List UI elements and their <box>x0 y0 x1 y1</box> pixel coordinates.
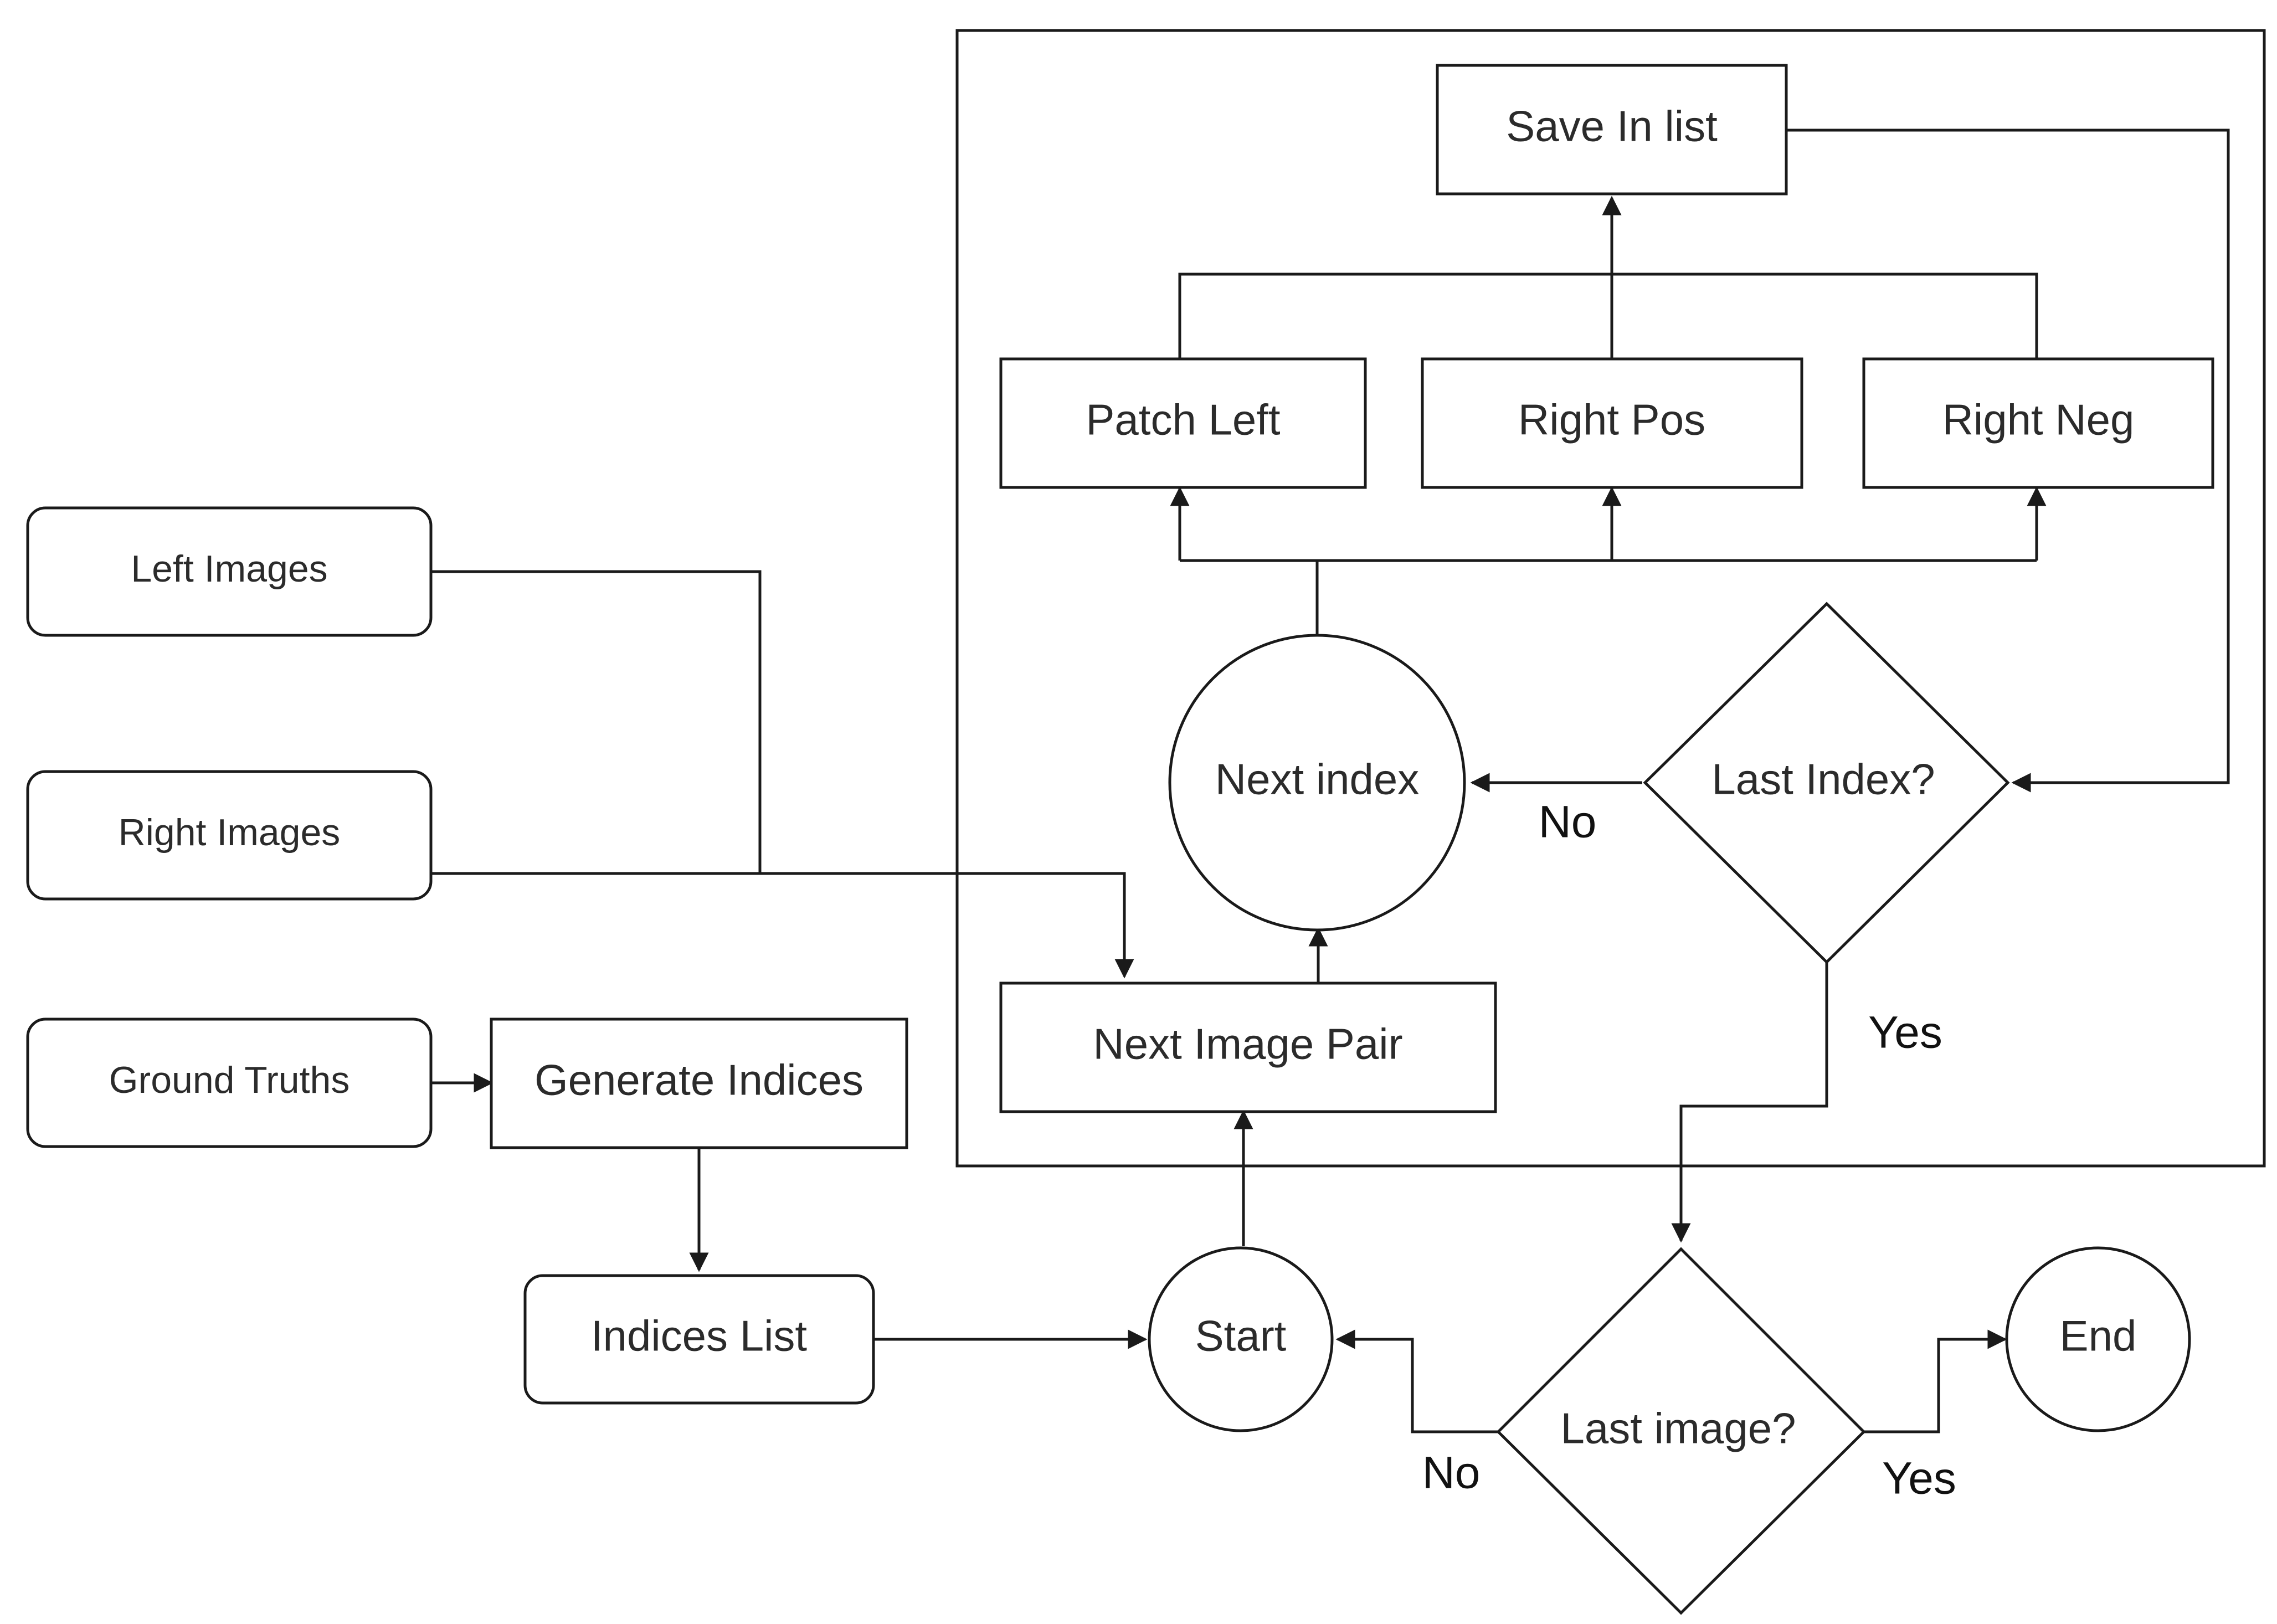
loop-container <box>955 29 2266 1168</box>
edge-save-to-last-index <box>1786 129 2230 793</box>
node-next-index[interactable]: Next index <box>1168 634 1466 932</box>
edge-left-images-to-next-image-pair <box>431 570 1134 979</box>
label-generate-indices: Generate Indices <box>534 1056 863 1104</box>
node-next-image-pair[interactable]: Next Image Pair <box>999 981 1497 1113</box>
label-last-index: Last Index? <box>1711 755 1935 804</box>
label-end: End <box>2060 1312 2137 1360</box>
node-start[interactable]: Start <box>1148 1246 1334 1432</box>
label-patch-left: Patch Left <box>1086 395 1281 444</box>
node-last-image[interactable]: Last image? <box>1496 1247 1866 1615</box>
edge-last-image-yes <box>1864 1329 2007 1433</box>
node-save-in-list[interactable]: Save In list <box>1436 64 1788 196</box>
label-last-image: Last image? <box>1561 1404 1796 1453</box>
label-start: Start <box>1195 1312 1287 1360</box>
label-right-pos: Right Pos <box>1518 395 1705 444</box>
node-ground-truths[interactable]: Ground Truths <box>26 1017 433 1148</box>
node-patch-left[interactable]: Patch Left <box>999 357 1367 489</box>
label-ground-truths: Ground Truths <box>109 1059 350 1101</box>
label-next-image-pair: Next Image Pair <box>1093 1020 1402 1068</box>
label-last-index-no: No <box>1539 797 1597 847</box>
edge-patches-collector <box>1178 273 2038 359</box>
label-right-neg: Right Neg <box>1942 395 2135 444</box>
node-end[interactable]: End <box>2005 1246 2191 1432</box>
node-last-index[interactable]: Last Index? <box>1643 602 2010 964</box>
node-left-images[interactable]: Left Images <box>26 506 433 637</box>
label-left-images: Left Images <box>131 548 327 590</box>
node-right-neg[interactable]: Right Neg <box>1862 357 2214 489</box>
node-generate-indices[interactable]: Generate Indices <box>490 1017 908 1149</box>
label-last-index-yes: Yes <box>1868 1008 1942 1058</box>
label-save-in-list: Save In list <box>1506 102 1718 151</box>
label-right-images: Right Images <box>119 811 341 854</box>
node-indices-list[interactable]: Indices List <box>523 1274 875 1405</box>
edge-last-image-no <box>1335 1329 1498 1433</box>
label-indices-list: Indices List <box>591 1312 808 1360</box>
node-right-images[interactable]: Right Images <box>26 770 433 901</box>
label-last-image-yes: Yes <box>1882 1453 1956 1504</box>
node-right-pos[interactable]: Right Pos <box>1421 357 1803 489</box>
edge-last-index-yes <box>1671 962 1828 1243</box>
label-last-image-no: No <box>1422 1448 1481 1498</box>
label-next-index: Next index <box>1215 755 1420 804</box>
